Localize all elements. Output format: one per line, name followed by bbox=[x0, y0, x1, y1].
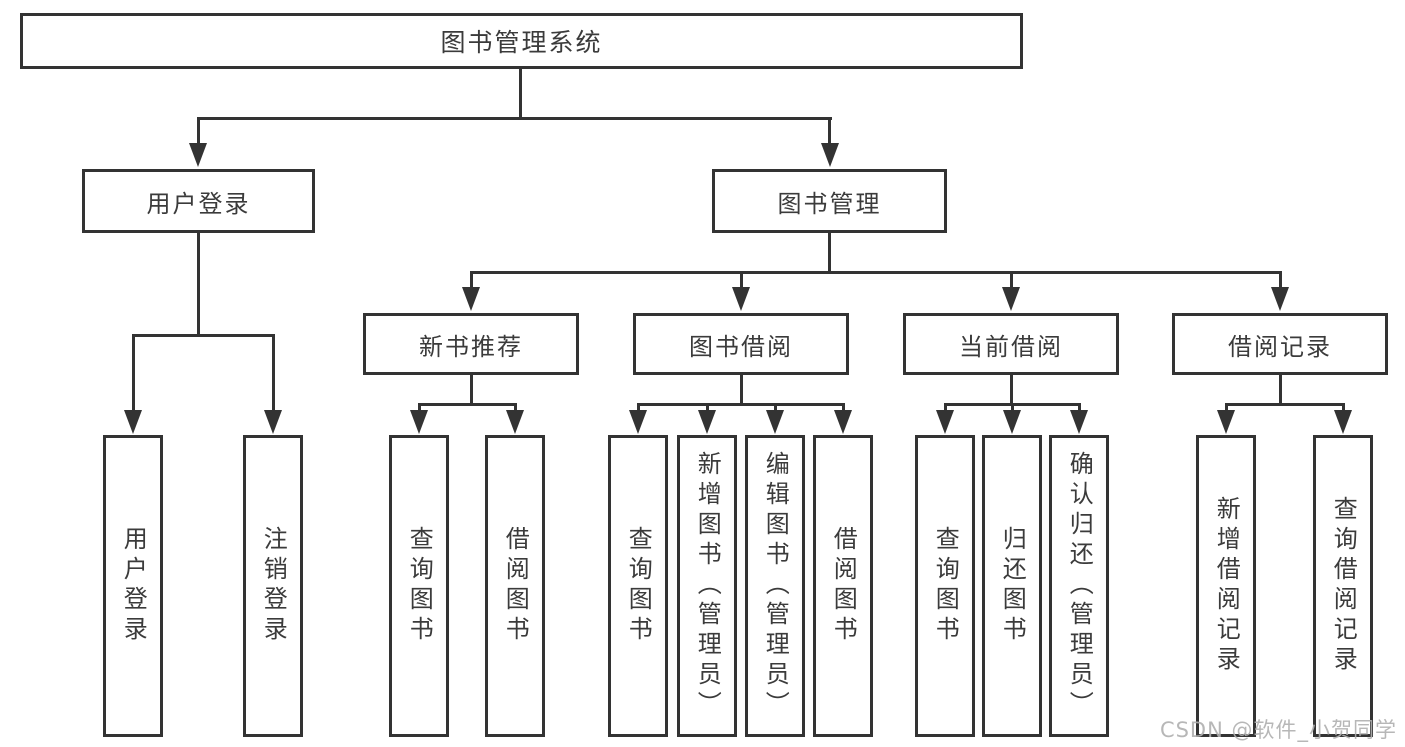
arrowhead-down-icon bbox=[124, 410, 142, 434]
leaf-add-borrow-record: 新增借阅记录 bbox=[1196, 435, 1256, 737]
leaf-label: 注销登录 bbox=[259, 526, 288, 646]
leaf-edit-books-admin: 编辑图书（管理员） bbox=[745, 435, 805, 737]
connector-vline bbox=[1279, 271, 1282, 290]
connector-hline bbox=[1225, 403, 1345, 406]
leaf-label: 查询图书 bbox=[624, 526, 653, 646]
leaf-label: 借阅图书 bbox=[829, 526, 858, 646]
connector-vline bbox=[519, 69, 522, 119]
connector-vline bbox=[1279, 375, 1282, 406]
connector-vline bbox=[1225, 403, 1228, 414]
leaf-label: 用户登录 bbox=[119, 526, 148, 646]
leaf-user-login: 用户登录 bbox=[103, 435, 163, 737]
leaf-logout: 注销登录 bbox=[243, 435, 303, 737]
leaf-return-books: 归还图书 bbox=[982, 435, 1042, 737]
arrowhead-down-icon bbox=[462, 287, 480, 311]
arrowhead-down-icon bbox=[766, 410, 784, 434]
leaf-label: 归还图书 bbox=[998, 526, 1027, 646]
arrowhead-down-icon bbox=[1002, 287, 1020, 311]
leaf-add-books-admin: 新增图书（管理员） bbox=[677, 435, 737, 737]
arrowhead-down-icon bbox=[410, 410, 428, 434]
connector-hline bbox=[418, 403, 517, 406]
leaf-label: 新增图书（管理员） bbox=[693, 451, 722, 721]
node-user-login: 用户登录 bbox=[82, 169, 315, 233]
leaf-query-borrow-record: 查询借阅记录 bbox=[1313, 435, 1373, 737]
watermark: CSDN @软件_小贺同学 bbox=[1159, 718, 1397, 742]
arrowhead-down-icon bbox=[732, 287, 750, 311]
connector-vline bbox=[637, 403, 640, 414]
leaf-label: 查询图书 bbox=[405, 526, 434, 646]
arrowhead-down-icon bbox=[1217, 410, 1235, 434]
arrowhead-down-icon bbox=[1334, 410, 1352, 434]
leaf-borrow-books: 借阅图书 bbox=[813, 435, 873, 737]
leaf-query-books: 查询图书 bbox=[389, 435, 449, 737]
arrowhead-down-icon bbox=[698, 410, 716, 434]
node-label: 借阅记录 bbox=[1228, 332, 1332, 361]
connector-hline bbox=[132, 334, 275, 337]
connector-vline bbox=[272, 334, 275, 412]
connector-vline bbox=[514, 403, 517, 414]
connector-vline bbox=[944, 403, 947, 414]
arrowhead-down-icon bbox=[1070, 410, 1088, 434]
arrowhead-down-icon bbox=[629, 410, 647, 434]
connector-vline bbox=[132, 334, 135, 412]
connector-vline bbox=[197, 117, 200, 147]
node-library-management-system: 图书管理系统 bbox=[20, 13, 1023, 69]
arrowhead-down-icon bbox=[821, 143, 839, 167]
leaf-label: 确认归还（管理员） bbox=[1065, 451, 1094, 721]
connector-vline bbox=[740, 271, 743, 290]
leaf-confirm-return-admin: 确认归还（管理员） bbox=[1049, 435, 1109, 737]
arrowhead-down-icon bbox=[264, 410, 282, 434]
connector-hline bbox=[470, 271, 1282, 274]
connector-vline bbox=[842, 403, 845, 414]
node-label: 图书借阅 bbox=[689, 332, 793, 361]
arrowhead-down-icon bbox=[189, 143, 207, 167]
arrowhead-down-icon bbox=[834, 410, 852, 434]
node-label: 图书管理 bbox=[777, 189, 882, 218]
leaf-label: 编辑图书（管理员） bbox=[761, 451, 790, 721]
connector-vline bbox=[740, 375, 743, 406]
leaf-label: 查询借阅记录 bbox=[1329, 496, 1358, 676]
connector-hline bbox=[197, 117, 832, 120]
connector-vline bbox=[197, 233, 200, 337]
node-new-book-recommend: 新书推荐 bbox=[363, 313, 579, 375]
node-current-borrow: 当前借阅 bbox=[903, 313, 1119, 375]
node-label: 新书推荐 bbox=[419, 332, 523, 361]
connector-vline bbox=[1011, 403, 1014, 414]
connector-vline bbox=[1010, 271, 1013, 290]
connector-vline bbox=[470, 375, 473, 406]
connector-hline bbox=[637, 403, 845, 406]
leaf-borrow-books: 借阅图书 bbox=[485, 435, 545, 737]
connector-vline bbox=[1078, 403, 1081, 414]
connector-vline bbox=[1342, 403, 1345, 414]
node-label: 当前借阅 bbox=[959, 332, 1063, 361]
connector-vline bbox=[706, 403, 709, 414]
leaf-label: 查询图书 bbox=[931, 526, 960, 646]
connector-vline bbox=[774, 403, 777, 414]
leaf-label: 新增借阅记录 bbox=[1212, 496, 1241, 676]
node-borrow-records: 借阅记录 bbox=[1172, 313, 1388, 375]
connector-vline bbox=[1010, 375, 1013, 406]
connector-vline bbox=[470, 271, 473, 290]
arrowhead-down-icon bbox=[506, 410, 524, 434]
node-book-management: 图书管理 bbox=[712, 169, 947, 233]
arrowhead-down-icon bbox=[1271, 287, 1289, 311]
arrowhead-down-icon bbox=[1003, 410, 1021, 434]
connector-vline bbox=[828, 117, 831, 147]
node-label: 图书管理系统 bbox=[440, 28, 603, 57]
node-book-borrow: 图书借阅 bbox=[633, 313, 849, 375]
arrowhead-down-icon bbox=[936, 410, 954, 434]
leaf-label: 借阅图书 bbox=[501, 526, 530, 646]
connector-vline bbox=[828, 233, 831, 274]
node-label: 用户登录 bbox=[146, 189, 251, 218]
connector-vline bbox=[418, 403, 421, 414]
leaf-query-books: 查询图书 bbox=[915, 435, 975, 737]
leaf-query-books: 查询图书 bbox=[608, 435, 668, 737]
